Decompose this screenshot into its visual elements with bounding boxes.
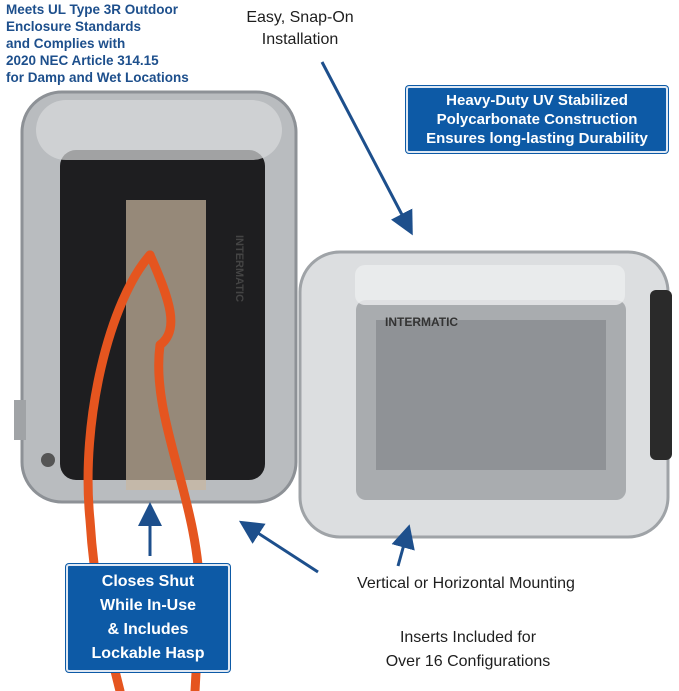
installation-callout: Easy, Snap-On Installation [246, 9, 354, 48]
construction-callout: Heavy-Duty UV Stabilized Polycarbonate C… [406, 86, 668, 153]
horizontal-cover-image: INTERMATIC [298, 250, 672, 539]
inserts-callout: Inserts Included for Over 16 Configurati… [385, 629, 551, 670]
arrow-installation [320, 61, 413, 236]
logo-vertical: INTERMATIC [233, 235, 245, 302]
vertical-cover-image [14, 90, 298, 504]
mounting-callout: Vertical or Horizontal Mounting [357, 575, 575, 592]
closes-callout: Closes Shut While In-Use & Includes Lock… [66, 564, 230, 672]
arrow-mounting-right [391, 524, 415, 567]
standards-callout: Meets UL Type 3R Outdoor Enclosure Stand… [6, 2, 189, 85]
arrow-mounting-left [238, 520, 319, 574]
logo-horizontal: INTERMATIC [385, 315, 458, 329]
